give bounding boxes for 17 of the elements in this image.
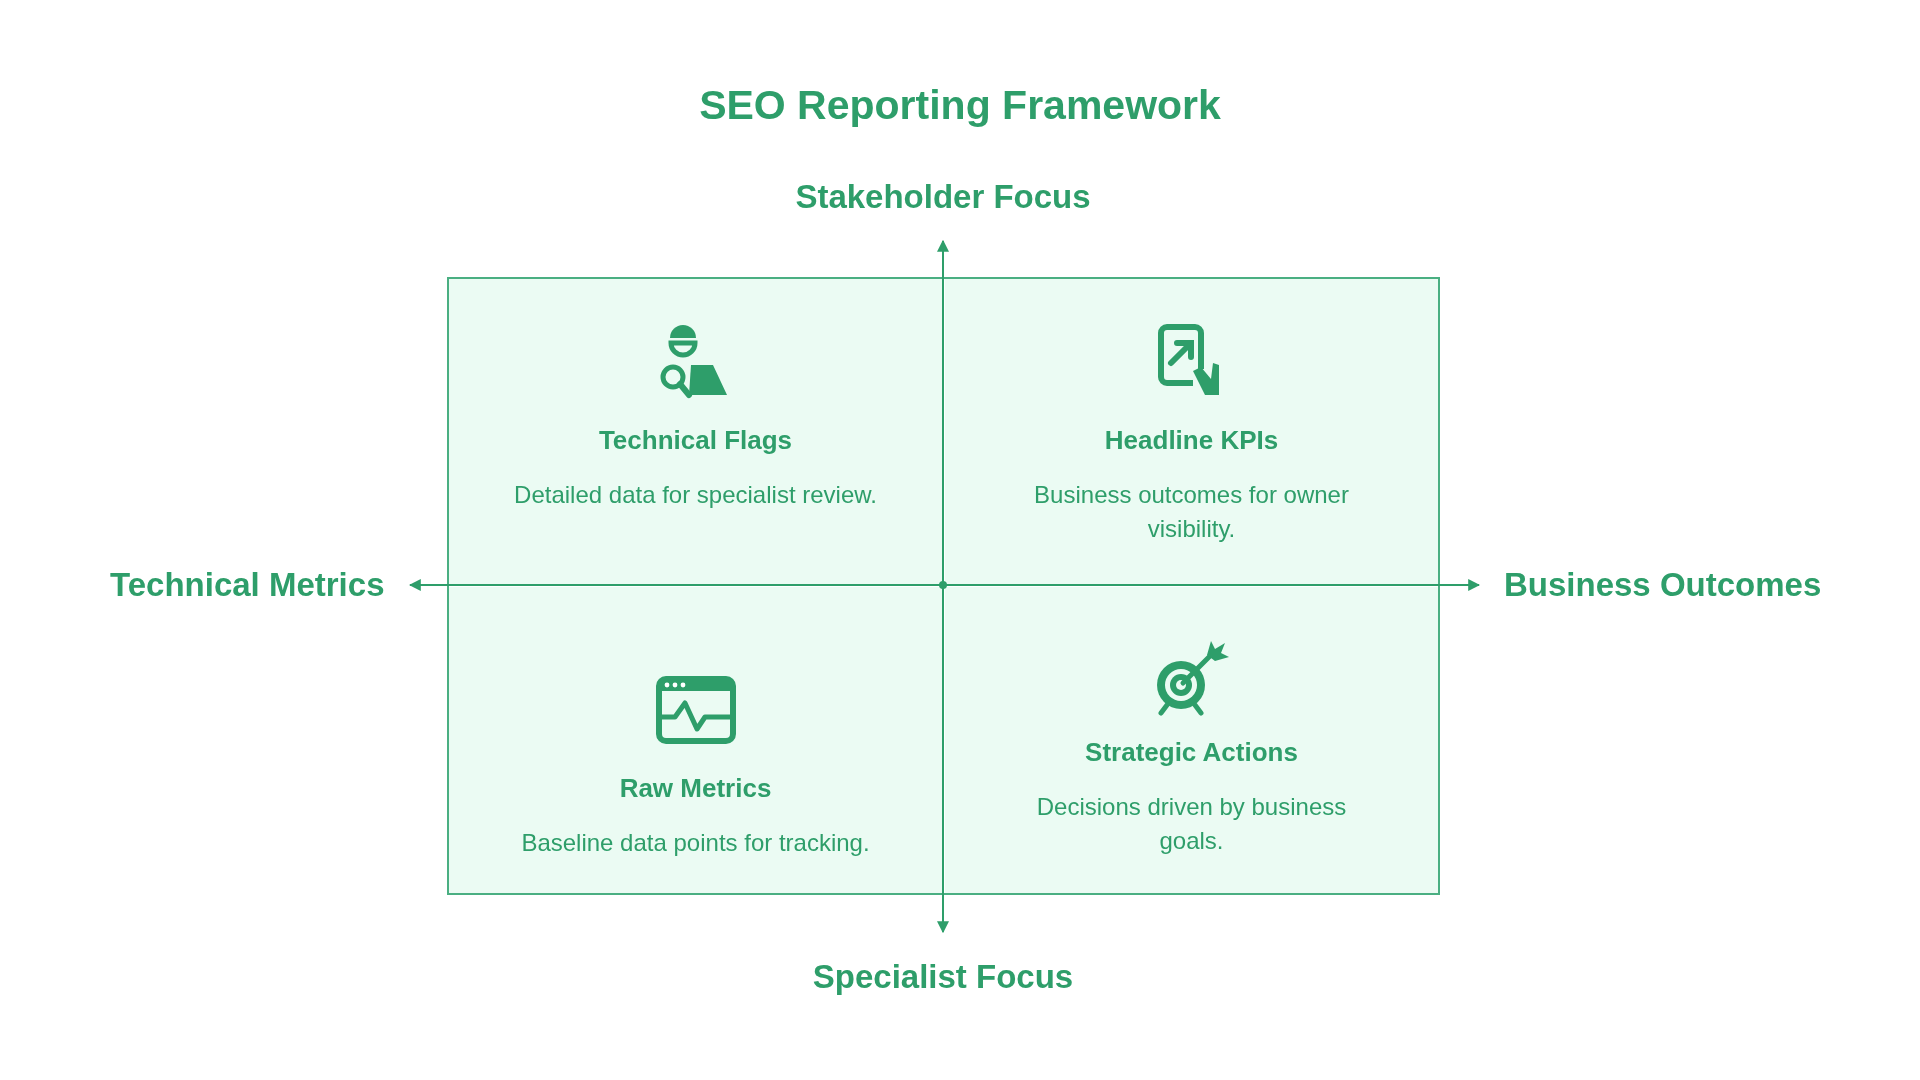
quadrant-box — [449, 587, 942, 893]
quadrant-heading: Headline KPIs — [1104, 425, 1279, 456]
quadrant-heading: Strategic Actions — [1085, 737, 1298, 768]
quadrant-box — [449, 279, 942, 584]
quadrant-box — [945, 279, 1438, 584]
quadrant-heading: Technical Flags — [598, 425, 793, 456]
quadrant-description: Baseline data points for tracking. — [521, 828, 870, 858]
diagram-title: SEO Reporting Framework — [698, 82, 1222, 129]
axis-label: Specialist Focus — [812, 958, 1074, 996]
axis-label: Technical Metrics — [110, 566, 385, 604]
quadrant-heading: Raw Metrics — [619, 773, 772, 804]
axis-label: Stakeholder Focus — [795, 178, 1091, 216]
quadrant-description: Detailed data for specialist review. — [514, 480, 877, 510]
quadrant-description: Business outcomes for owner visibility. — [1033, 480, 1350, 544]
axis-label: Business Outcomes — [1504, 566, 1822, 604]
quadrant-box — [945, 587, 1438, 893]
quadrant-description: Decisions driven by business goals. — [1035, 792, 1348, 856]
